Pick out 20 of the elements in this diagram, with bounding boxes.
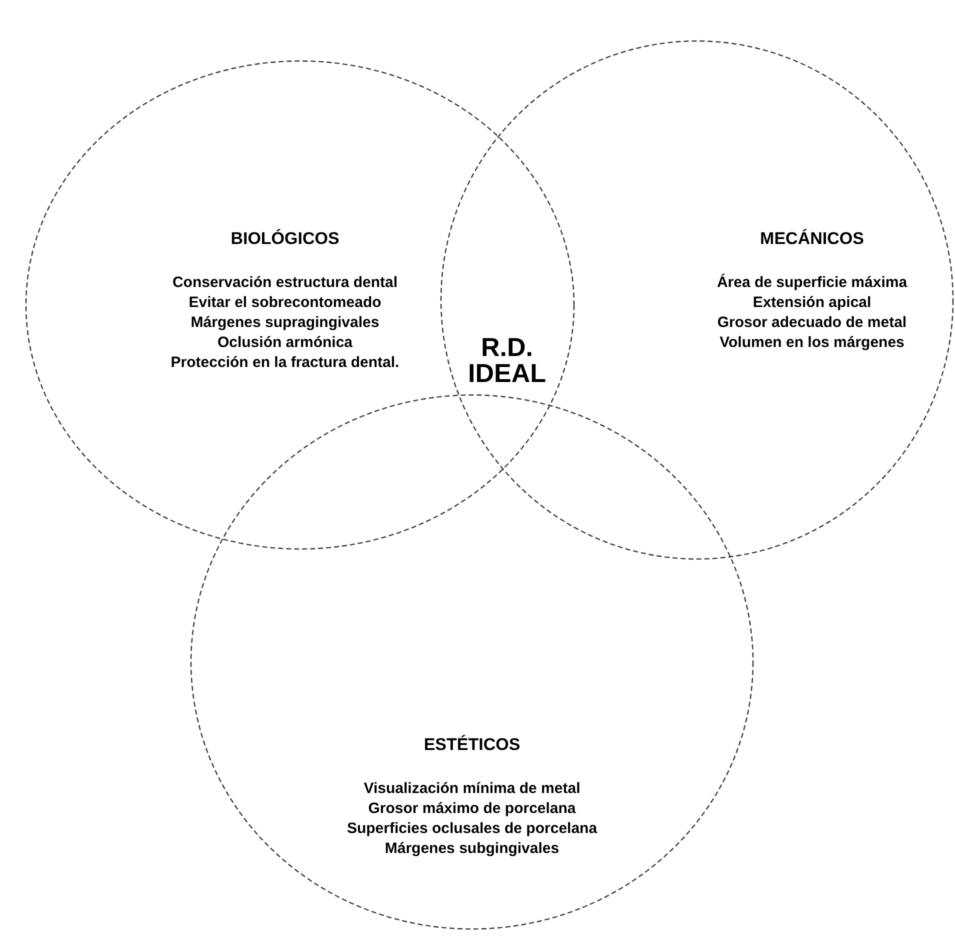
list-item: Grosor máximo de porcelana <box>368 799 576 820</box>
list-item: Márgenes subgingivales <box>384 839 560 860</box>
circle-heading: ESTÉTICOS <box>424 734 520 756</box>
list-item: Protección en la fractura dental. <box>170 353 400 374</box>
list-item: Área de superficie máxima <box>716 273 908 294</box>
list-item: Superficies oclusales de porcelana <box>346 819 598 840</box>
center-label: R.D. IDEAL <box>467 334 547 386</box>
list-item: Visualización mínima de metal <box>364 779 580 800</box>
list-item: Extensión apical <box>752 293 872 314</box>
venn-circle <box>190 394 754 930</box>
circle-heading: MECÁNICOS <box>760 228 864 250</box>
circle-heading: BIOLÓGICOS <box>230 228 340 250</box>
list-item: Grosor adecuado de metal <box>717 313 907 334</box>
list-item: Márgenes supragingivales <box>190 313 380 334</box>
venn-circle <box>25 60 575 550</box>
venn-circle <box>440 40 954 560</box>
list-item: Oclusión armónica <box>217 333 353 354</box>
list-item: Volumen en los márgenes <box>720 333 904 354</box>
list-item: Evitar el sobrecontomeado <box>188 293 382 314</box>
list-item: Conservación estructura dental <box>172 273 398 294</box>
